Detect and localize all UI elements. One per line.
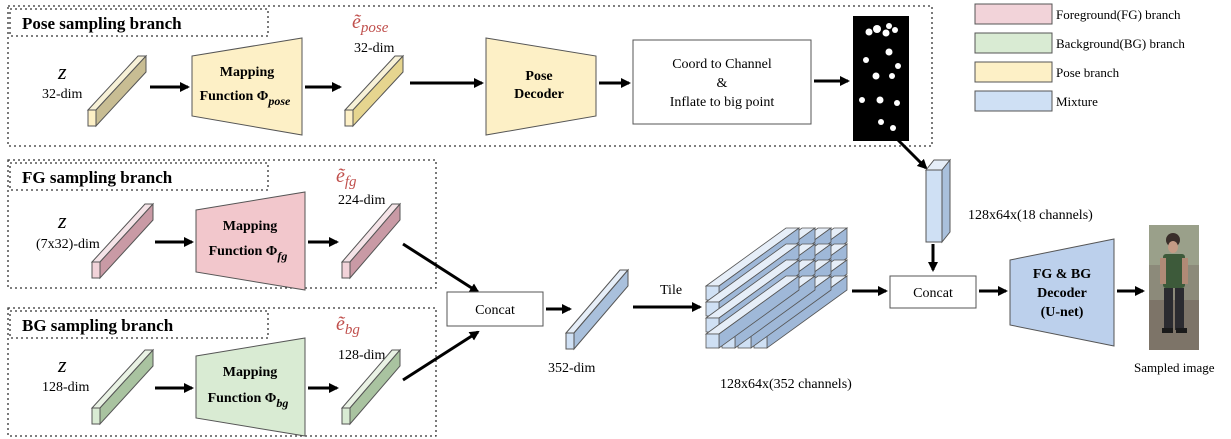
pose-decoder	[485, 37, 597, 136]
concat1-box	[446, 291, 544, 327]
bg-branch-title-box	[9, 310, 269, 339]
concat-vector-dim: 352-dim	[548, 361, 596, 376]
fg-e-symbol: ẽfg	[336, 165, 357, 190]
fg-mapping-label-1: Mapping	[223, 219, 277, 234]
legend: Foreground(FG) branch Background(BG) bra…	[974, 3, 1185, 112]
pose-branch-frame	[7, 5, 933, 147]
concat1-label: Concat	[475, 303, 515, 318]
bg-z-dim: 128-dim	[42, 380, 90, 395]
coord-label-1: Coord to Channel	[672, 57, 772, 72]
tiled-tensor	[704, 227, 849, 349]
pose-z-dim: 32-dim	[42, 87, 83, 102]
bg-branch-title: BG sampling branch	[22, 316, 174, 335]
coord-label-2: &	[717, 76, 728, 91]
sampled-image	[1149, 225, 1199, 350]
coord-to-channel-box	[632, 39, 812, 125]
legend-label-bg: Background(BG) branch	[1056, 36, 1185, 51]
fg-e-vector	[340, 202, 402, 280]
fg-mapping-label-2: Function Φfg	[209, 244, 288, 263]
tensor-cuboid	[704, 275, 801, 349]
fg-mapping-function	[195, 191, 306, 291]
tile-label: Tile	[660, 283, 682, 298]
arrow-posemap-to-pose-tensor	[896, 138, 928, 170]
pose-branch-title: Pose sampling branch	[22, 14, 182, 33]
legend-swatch-fg	[974, 3, 1053, 25]
decoder-label-1: FG & BG	[1033, 267, 1091, 282]
bg-mapping-label-2: Function Φbg	[208, 391, 289, 410]
legend-swatch-pose	[974, 61, 1053, 83]
fg-bg-decoder	[1009, 238, 1115, 347]
decoder-label-2: Decoder	[1037, 286, 1087, 301]
tensor-label: 128x64x(352 channels)	[720, 377, 852, 392]
bg-branch-frame	[7, 307, 437, 437]
fg-z-dim: (7x32)-dim	[36, 237, 100, 252]
pose-e-vector	[343, 54, 405, 128]
decoder-label-3: (U-net)	[1041, 305, 1084, 320]
pose-z-symbol: z	[57, 59, 67, 84]
bg-z-symbol: z	[57, 352, 67, 377]
fg-z-symbol: z	[57, 208, 67, 233]
fg-branch-title-box	[9, 162, 269, 191]
sampled-image-label: Sampled image	[1134, 360, 1215, 375]
fg-e-dim: 224-dim	[338, 193, 386, 208]
bg-mapping-label-1: Mapping	[223, 365, 277, 380]
pose-decoder-label-1: Pose	[525, 69, 552, 84]
bg-e-dim: 128-dim	[338, 348, 386, 363]
bg-e-symbol: ẽbg	[336, 313, 360, 338]
pose-keypoint-map	[853, 16, 909, 141]
pose-e-symbol: ẽpose	[352, 11, 389, 36]
concat2-box	[889, 275, 977, 309]
bg-mapping-function	[195, 337, 306, 437]
pose-branch-title-box	[9, 8, 269, 37]
pose-tensor-label: 128x64x(18 channels)	[968, 208, 1093, 223]
bg-z-vector	[90, 348, 155, 426]
pose-mapping-label-1: Mapping	[220, 65, 274, 80]
legend-label-mixture: Mixture	[1056, 94, 1098, 109]
coord-label-3: Inflate to big point	[670, 95, 775, 110]
arrow-bg-e-to-concat	[402, 330, 480, 382]
legend-swatch-mixture	[974, 90, 1053, 112]
arrow-fg-e-to-concat	[402, 242, 480, 294]
fg-branch-title: FG sampling branch	[22, 168, 173, 187]
pose-mapping-function	[191, 37, 303, 136]
bg-e-vector	[340, 348, 402, 426]
pose-e-dim: 32-dim	[354, 41, 395, 56]
pose-z-vector	[86, 54, 148, 128]
pose-mapping-label-2: Function Φpose	[200, 89, 291, 108]
legend-label-fg: Foreground(FG) branch	[1056, 7, 1181, 22]
concat2-label: Concat	[913, 286, 953, 301]
pose-tensor	[924, 158, 952, 244]
pose-decoder-label-2: Decoder	[514, 87, 564, 102]
fg-z-vector	[90, 202, 155, 280]
concat-vector	[564, 268, 630, 351]
legend-swatch-bg	[974, 32, 1053, 54]
fg-branch-frame	[7, 159, 437, 289]
legend-label-pose: Pose branch	[1056, 65, 1120, 80]
